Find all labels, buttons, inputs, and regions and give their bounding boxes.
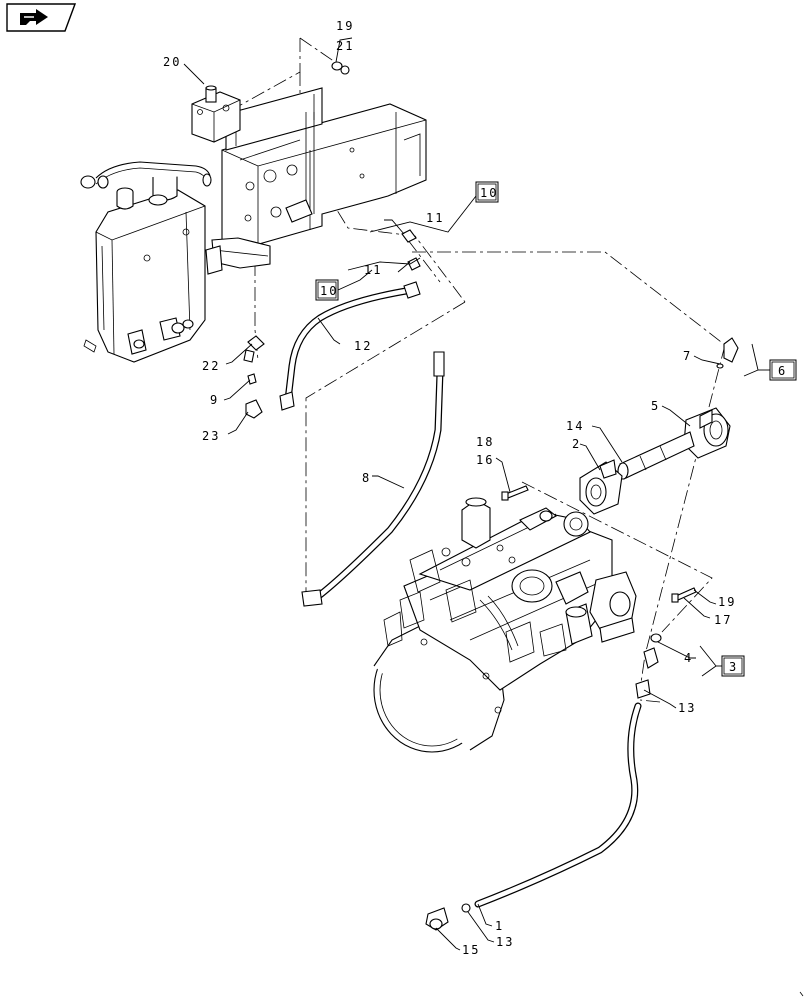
page-back-arrow-icon bbox=[6, 3, 76, 32]
fittings bbox=[243, 61, 739, 931]
callout-17[interactable]: 17 bbox=[714, 613, 732, 627]
pump-drive-assembly bbox=[579, 407, 731, 515]
callout-5[interactable]: 5 bbox=[651, 399, 660, 413]
corner-mark bbox=[799, 991, 804, 997]
callout-18[interactable]: 18 bbox=[476, 435, 494, 449]
page-back-button[interactable] bbox=[6, 3, 76, 32]
callout-19-right[interactable]: 19 bbox=[718, 595, 736, 609]
callout-11-lower[interactable]: 11 bbox=[364, 263, 382, 277]
callout-21[interactable]: 21 bbox=[336, 39, 354, 53]
callout-7[interactable]: 7 bbox=[683, 349, 692, 363]
callout-13-lower[interactable]: 13 bbox=[496, 935, 514, 949]
ref-box-10-upper[interactable]: 10 bbox=[475, 181, 499, 203]
hydraulic-tank-assembly bbox=[80, 161, 212, 363]
leader-lines bbox=[183, 37, 770, 951]
callout-13-upper[interactable]: 13 bbox=[678, 701, 696, 715]
callout-11-upper[interactable]: 11 bbox=[426, 211, 444, 225]
mounting-frame bbox=[205, 87, 427, 275]
callout-14[interactable]: 14 bbox=[566, 419, 584, 433]
ref-box-6-label: 6 bbox=[778, 364, 787, 378]
callout-22[interactable]: 22 bbox=[202, 359, 220, 373]
ref-box-3[interactable]: 3 bbox=[721, 655, 745, 677]
ref-box-10-lower[interactable]: 10 bbox=[315, 279, 339, 301]
callout-2[interactable]: 2 bbox=[572, 437, 581, 451]
callout-20[interactable]: 20 bbox=[163, 55, 181, 69]
callout-9[interactable]: 9 bbox=[210, 393, 219, 407]
engine bbox=[373, 497, 637, 753]
callout-19-top[interactable]: 19 bbox=[336, 19, 354, 33]
callout-labels: 19 21 20 11 11 12 22 9 23 8 7 5 14 2 18 … bbox=[163, 19, 736, 957]
ref-box-6[interactable]: 6 bbox=[769, 359, 797, 381]
callout-16[interactable]: 16 bbox=[476, 453, 494, 467]
callout-23[interactable]: 23 bbox=[202, 429, 220, 443]
hoses bbox=[279, 281, 642, 908]
ref-box-10-upper-label: 10 bbox=[480, 186, 498, 200]
callout-12[interactable]: 12 bbox=[354, 339, 372, 353]
valve-block bbox=[191, 85, 241, 143]
callout-1[interactable]: 1 bbox=[495, 919, 504, 933]
callout-4[interactable]: 4 bbox=[684, 651, 693, 665]
ref-box-3-label: 3 bbox=[729, 660, 738, 674]
reference-boxes: 10 10 6 3 bbox=[315, 181, 797, 677]
callout-8[interactable]: 8 bbox=[362, 471, 371, 485]
ref-box-10-lower-label: 10 bbox=[320, 284, 338, 298]
callout-15[interactable]: 15 bbox=[462, 943, 480, 957]
